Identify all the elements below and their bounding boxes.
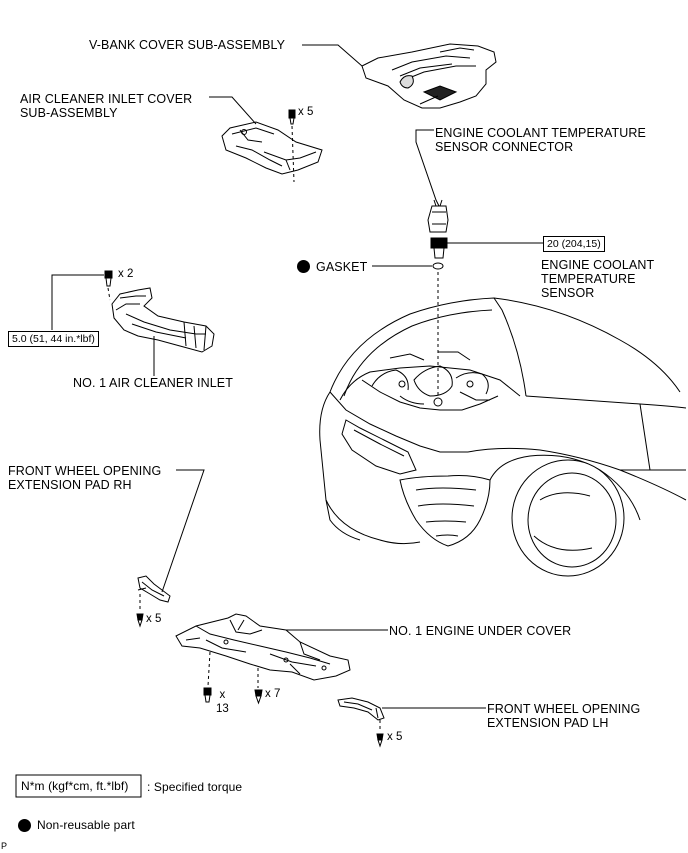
corner-mark: P [1,841,8,851]
under-cover-clip [254,689,263,705]
front-wheel-pad-lh-part [337,697,385,721]
label-no1-engine-under-cover: NO. 1 ENGINE UNDER COVER [389,624,572,638]
label-no1-air-cleaner-inlet: NO. 1 AIR CLEANER INLET [73,376,233,390]
under-cover-bolt-guide [207,651,211,687]
legend-torque-box-frame [15,774,142,798]
inlet-bolt [104,270,113,287]
label-ect-sensor: ENGINE COOLANT TEMPERATURE SENSOR [541,258,655,300]
legend-torque-text: : Specified torque [147,780,243,794]
ect-sensor-part [430,237,448,259]
qty-pad-lh-clips: x 5 [387,731,403,743]
qty-pad-rh-clips: x 5 [146,613,162,625]
label-gasket: GASKET [316,260,368,274]
under-cover-bolt [203,687,212,703]
leader-front-wheel-pad-rh [161,469,205,593]
cover-bolt [288,109,296,125]
leader-ect-connector [415,129,441,209]
nonreusable-dot-gasket [297,260,310,273]
vehicle-front-view [319,297,687,577]
engine-under-cover-part [175,613,351,681]
qty-inlet-bolts: x 2 [118,268,134,280]
legend-nonreusable-dot [18,819,31,832]
legend-nonreusable-text: Non-reusable part [37,818,135,832]
torque-air-cleaner-inlet: 5.0 (51, 44 in.*lbf) [8,331,99,347]
leader-v-bank-cover [302,44,363,67]
label-air-cleaner-inlet-cover: AIR CLEANER INLET COVER SUB-ASSEMBLY [20,92,193,120]
label-v-bank-cover: V-BANK COVER SUB-ASSEMBLY [89,38,286,52]
legend-torque-box-text: N*m (kgf*cm, ft.*lbf) [21,779,129,793]
label-front-wheel-pad-rh: FRONT WHEEL OPENING EXTENSION PAD RH [8,464,162,492]
pad-lh-clip [376,733,384,748]
qty-cover-bolts: x 5 [298,106,314,118]
label-front-wheel-pad-lh: FRONT WHEEL OPENING EXTENSION PAD LH [487,702,641,730]
v-bank-cover-part [361,43,497,109]
ect-connector-part [427,199,449,233]
air-cleaner-inlet-part [111,287,215,353]
label-ect-sensor-connector: ENGINE COOLANT TEMPERATURE SENSOR CONNEC… [435,126,646,154]
leader-air-cleaner-inlet-cover [209,96,257,125]
front-wheel-pad-rh-part [137,575,171,603]
air-cleaner-inlet-cover-part [221,121,323,175]
qty-under-cover-clips: x 7 [265,688,281,700]
pad-rh-clip [136,613,144,628]
leader-inlet-torque [51,274,104,330]
qty-under-cover-bolts: x 13 [216,689,229,715]
torque-ect-sensor: 20 (204,15) [543,236,605,252]
gasket-part [432,262,444,270]
inlet-bolt-guide [107,287,111,301]
